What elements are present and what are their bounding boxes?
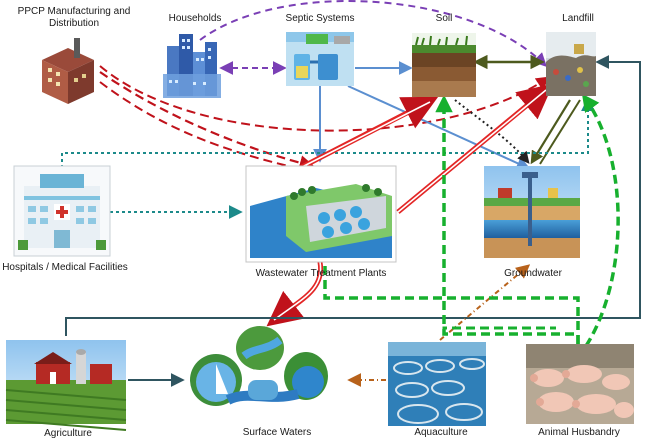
ppcp-wwtp-flow-2: [99, 81, 306, 171]
farm-icon: [5, 340, 127, 431]
label-hospitals: Hospitals / Medical Facilities: [2, 262, 128, 273]
ppcp-wwtp-flow: [99, 71, 315, 171]
flow-arrows: [61, 0, 641, 387]
surface-water-icon: [190, 326, 328, 406]
agriculture-landfill-flow: [65, 55, 641, 336]
animal-landfill-flow: [581, 93, 620, 347]
household-landfill-flow: [199, 0, 547, 67]
label-agriculture: Agriculture: [44, 428, 92, 439]
label-soil: Soil: [435, 13, 453, 24]
wwtp-soil-flow-inner: [299, 101, 431, 169]
label-surface: Surface Waters: [242, 427, 312, 438]
label-animal: Animal Husbandry: [538, 427, 620, 438]
animal-wwtp-flow: [323, 262, 580, 344]
landfill-groundwater-flow: [530, 99, 571, 165]
city-buildings-icon: [163, 34, 221, 98]
wwtp-surface-flow-inner: [273, 261, 322, 321]
treatment-plant-icon: [245, 165, 397, 263]
label-groundwater: Groundwater: [504, 268, 562, 279]
pigs-icon: [526, 344, 634, 424]
label-wwtp: Wastewater Treatment Plants: [255, 268, 387, 279]
label-septic: Septic Systems: [285, 13, 355, 24]
wwtp-landfill-flow-inner: [397, 89, 547, 213]
label-households: Households: [168, 13, 222, 24]
label-aquaculture: Aquaculture: [414, 427, 468, 438]
landfill-groundwater-flow-2: [539, 99, 581, 165]
label-landfill: Landfill: [562, 13, 594, 24]
groundwater-well-icon: [484, 166, 580, 258]
animal-surface-loop: [442, 326, 556, 334]
soil-profile-icon: [412, 33, 476, 97]
septic-tank-icon: [286, 32, 354, 86]
factory-icon: [42, 38, 94, 104]
ppcp-landfill-flow: [99, 65, 551, 132]
fish-farm-icon: [388, 342, 486, 426]
hospital-icon: [13, 165, 111, 257]
landfill-icon: [546, 32, 596, 96]
label-ppcp: PPCP Manufacturing and Distribution: [17, 6, 131, 29]
